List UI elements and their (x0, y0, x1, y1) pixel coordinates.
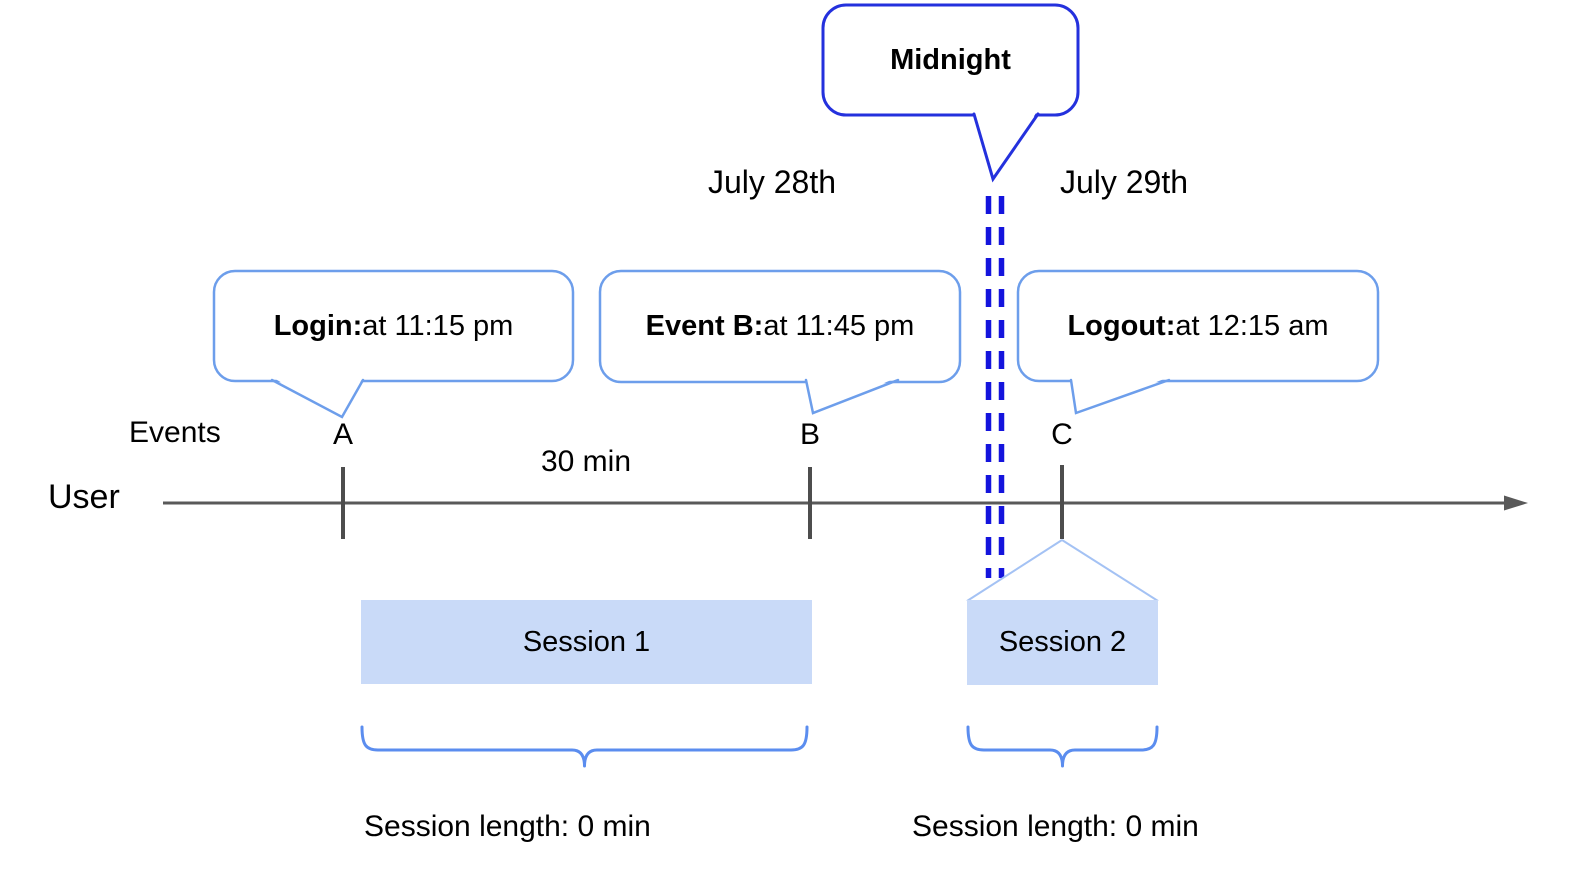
eventb-bubble-outline (598, 269, 962, 384)
midnight-bubble-tail-fill (974, 110, 1038, 180)
eventb-bubble-detail: at 11:45 pm (763, 310, 915, 342)
date-label-july-28: July 28th (707, 164, 837, 200)
logout-bubble-outline (1016, 269, 1380, 383)
session2-connector-left (966, 539, 1063, 602)
user-axis-label: User (48, 478, 120, 516)
login-bubble-detail: at 11:15 pm (362, 309, 514, 342)
session2-length-label: Session length: 0 min (912, 810, 1199, 843)
logout-bubble-detail: at 12:15 am (1175, 309, 1329, 342)
midnight-bubble-label: Midnight (890, 43, 1011, 76)
logout-bubble-title: Logout: (1067, 309, 1176, 342)
tick-label-c: C (1051, 418, 1073, 451)
midnight-bubble-tail (972, 112, 1040, 183)
session1-bar (361, 600, 812, 684)
session2-bar (967, 600, 1158, 685)
eventb-bubble-tail-fill (806, 377, 898, 414)
eventb-bubble-text: Event B: at 11:45 pm (600, 271, 960, 382)
login-bubble-text: Login: at 11:15 pm (214, 271, 573, 381)
eventb-bubble-title: Event B: (645, 310, 764, 342)
login-bubble-tail (270, 378, 365, 419)
midnight-bubble-outline (821, 3, 1080, 117)
login-bubble-tail-fill (272, 377, 363, 418)
tick-label-a: A (332, 418, 353, 451)
events-axis-label: Events (129, 416, 221, 449)
date-label-july-29: July 29th (1059, 164, 1189, 200)
eventb-bubble-tail (804, 378, 900, 415)
session2-connector-right (1061, 539, 1159, 602)
session2-brace (966, 725, 1159, 768)
logout-bubble-tail-fill (1071, 377, 1169, 414)
logout-bubble-text: Logout: at 12:15 am (1018, 271, 1378, 381)
tick-label-b: B (799, 418, 820, 451)
logout-bubble-tail (1069, 378, 1171, 415)
session1-length-label: Session length: 0 min (364, 810, 651, 843)
timeline-arrow-icon (1504, 495, 1528, 511)
session1-brace (360, 725, 809, 768)
session1-label: Session 1 (522, 625, 651, 658)
interval-label: 30 min (540, 445, 632, 478)
login-bubble-title: Login: (273, 309, 363, 342)
session2-label: Session 2 (998, 626, 1127, 658)
login-bubble-outline (212, 269, 575, 383)
